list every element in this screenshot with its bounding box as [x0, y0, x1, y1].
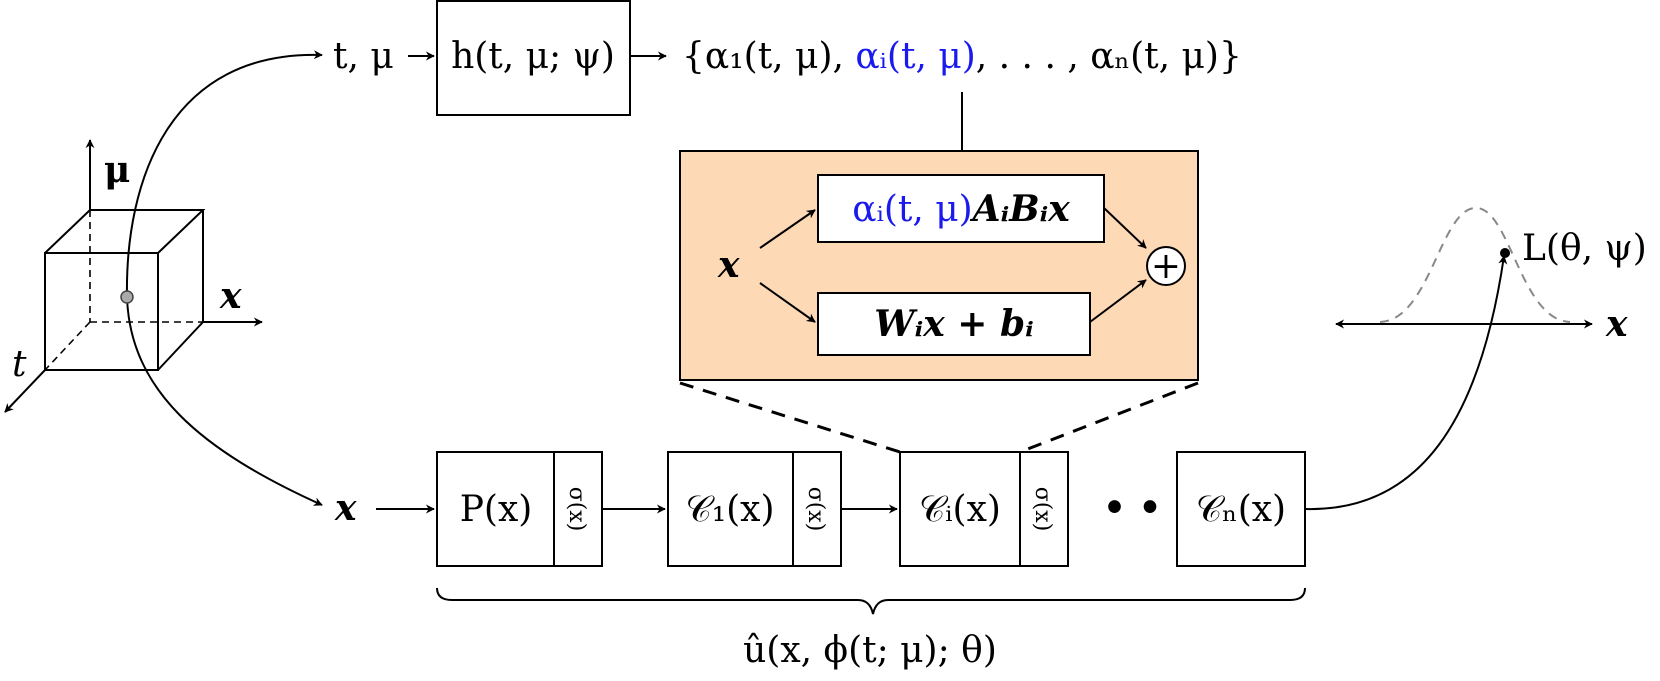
block-ci-label: 𝒞ᵢ(x)	[919, 489, 1001, 530]
lowrank-label: αᵢ(t, μ)AᵢBᵢx	[852, 188, 1070, 230]
block-p-label: P(x)	[460, 489, 533, 530]
underbrace	[436, 587, 1306, 615]
cube-top-face	[44, 209, 206, 254]
lowrank-box	[817, 174, 1105, 243]
sample-point-icon	[120, 290, 134, 304]
coefficient-highlight: αᵢ(t, μ)	[855, 36, 975, 77]
cube-mu-label: μ	[104, 149, 130, 191]
coefficient-set: {α₁(t, μ), αᵢ(t, μ), . . . , αₙ(t, μ)}	[682, 36, 1242, 77]
block-c1-label: 𝒞₁(x)	[685, 489, 774, 530]
inset-arrow-top	[759, 209, 816, 249]
block-cn-label: 𝒞ₙ(x)	[1196, 489, 1286, 530]
t-axis	[4, 369, 46, 413]
inset-input-label: x	[717, 244, 740, 286]
curve-to-loss	[1304, 255, 1508, 511]
curve-to-pipeline	[126, 296, 323, 506]
affine-box	[817, 292, 1091, 356]
activation-box	[792, 451, 842, 567]
parameter-cube: μ x t	[4, 139, 263, 413]
activation-label: σ(x)	[1030, 487, 1055, 532]
curve-to-hypernet	[125, 50, 323, 298]
coefficient-set-open: {α₁(t, μ),	[682, 36, 855, 77]
loss-point-icon	[1500, 248, 1510, 258]
sum-arrow-bottom	[1089, 279, 1147, 323]
cube-hidden-edge	[44, 321, 91, 371]
block-cn	[1176, 451, 1306, 567]
activation-box	[553, 451, 603, 567]
sum-node	[1146, 246, 1186, 286]
cube-front-face	[44, 252, 159, 371]
hypernet-box-label: h(t, μ; ψ)	[451, 36, 615, 77]
activation-box	[1019, 451, 1069, 567]
hypernet-input-label: t, μ	[333, 36, 394, 77]
cube-right-face	[157, 210, 204, 371]
sum-arrow-top	[1103, 207, 1147, 249]
zoom-line-left	[679, 381, 901, 454]
gaussian-curve	[1379, 206, 1571, 323]
zoom-line-right	[1019, 381, 1199, 454]
loss-axis-label: x	[1605, 303, 1628, 345]
loss-label: L(θ, ψ)	[1522, 228, 1647, 269]
lowrank-coefficient: αᵢ(t, μ)	[852, 189, 972, 230]
block-c1	[667, 451, 794, 567]
brace-label: û(x, ϕ(t; μ); θ)	[743, 630, 997, 671]
activation-label: σ(x)	[803, 487, 828, 532]
cube-x-label: x	[219, 275, 242, 317]
block-p	[436, 451, 555, 567]
hypernet-box	[436, 0, 631, 116]
pipeline-input-label: x	[334, 487, 357, 529]
activation-label: σ(x)	[564, 487, 589, 532]
inset-arrow-bottom	[759, 282, 816, 323]
coefficient-set-close: , . . . , αₙ(t, μ)}	[976, 36, 1242, 77]
sum-symbol: +	[1151, 246, 1181, 287]
affine-label: Wᵢx + bᵢ	[874, 303, 1034, 345]
cube-t-label: t	[12, 344, 27, 385]
lowrank-matrices: AᵢBᵢx	[970, 188, 1071, 230]
